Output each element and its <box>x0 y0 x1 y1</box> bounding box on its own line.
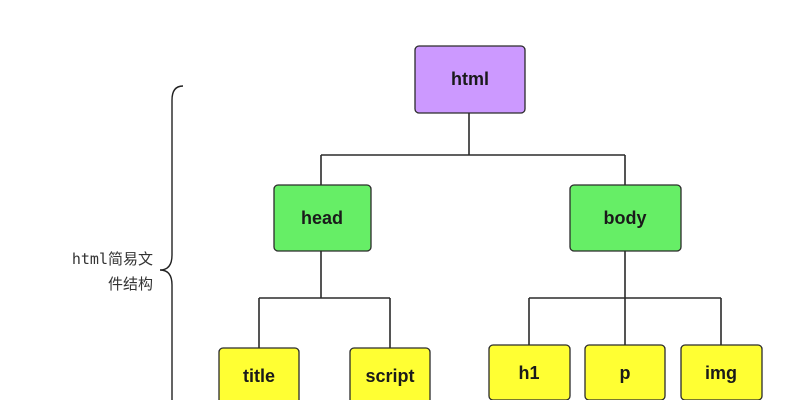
connectors <box>258 113 722 348</box>
node-h1: h1 <box>488 344 571 400</box>
edge-head-children <box>258 251 391 348</box>
node-img: img <box>680 344 763 400</box>
node-script-box <box>349 347 431 400</box>
node-title: title <box>218 347 300 400</box>
curly-brace <box>159 85 184 400</box>
node-script-label: script <box>365 366 414 386</box>
node-script: script <box>349 347 431 400</box>
node-title-box <box>218 347 300 400</box>
node-html-label: html <box>451 69 489 89</box>
annotation-line-2: 件结构 <box>108 275 153 293</box>
node-h1-box <box>488 344 571 400</box>
node-html: html <box>414 45 526 114</box>
node-p: p <box>584 344 666 400</box>
node-body-label: body <box>604 208 647 228</box>
node-h1-label: h1 <box>518 363 539 383</box>
node-head-box <box>273 184 372 252</box>
node-p-box <box>584 344 666 400</box>
node-head-label: head <box>301 208 343 228</box>
node-body-box <box>569 184 682 252</box>
node-body: body <box>569 184 682 252</box>
node-html-box <box>414 45 526 114</box>
node-head: head <box>273 184 372 252</box>
edge-html-children <box>320 113 626 185</box>
annotation-line-1: html简易文 <box>72 250 153 268</box>
node-img-label: img <box>705 363 737 383</box>
node-p-label: p <box>620 363 631 383</box>
edge-body-children <box>528 251 722 345</box>
node-img-box <box>680 344 763 400</box>
node-title-label: title <box>243 366 275 386</box>
